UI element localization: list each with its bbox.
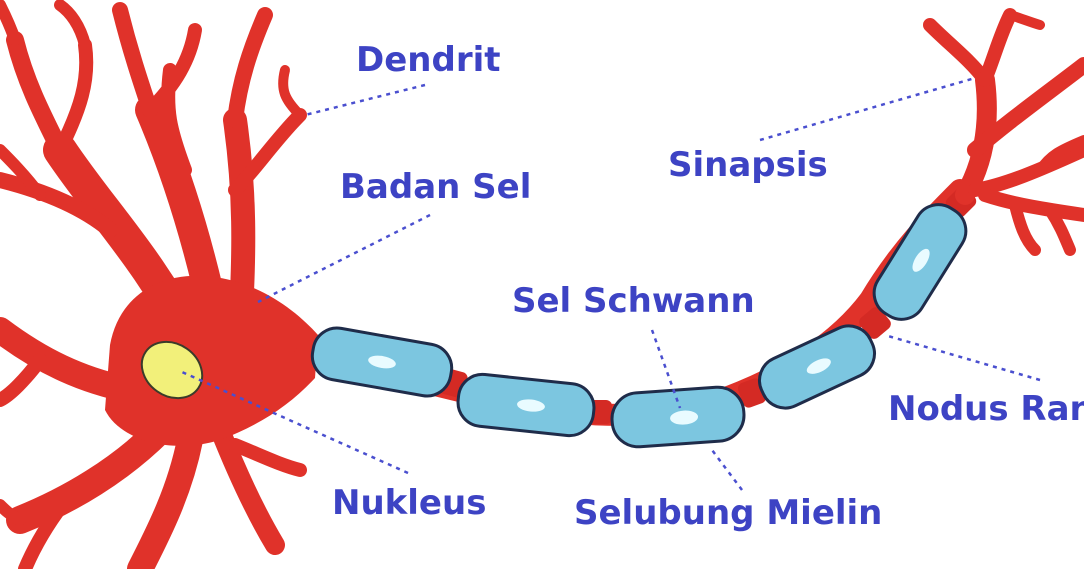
label-nodus-ranvier: Nodus Ranvier xyxy=(888,389,1084,429)
label-badan-sel: Badan Sel xyxy=(340,167,531,207)
label-sel-schwann: Sel Schwann xyxy=(512,281,755,321)
label-nukleus: Nukleus xyxy=(332,483,486,523)
myelin-sheath xyxy=(310,203,968,449)
axon-terminal xyxy=(923,8,1084,256)
leader-sinapsis xyxy=(759,76,976,142)
leader-nodus-ranvier xyxy=(887,334,1041,382)
label-sinapsis: Sinapsis xyxy=(668,145,828,185)
label-dendrit: Dendrit xyxy=(356,40,501,80)
leader-dendrit xyxy=(304,83,426,117)
nucleus xyxy=(140,340,204,400)
leader-selubung-mielin xyxy=(711,449,743,491)
labels: Dendrit Badan Sel Sinapsis Sel Schwann N… xyxy=(332,40,1084,533)
cell-body xyxy=(105,275,318,446)
leader-badan-sel xyxy=(257,213,431,304)
leader-lines xyxy=(181,76,1041,491)
label-selubung-mielin: Selubung Mielin xyxy=(574,493,882,533)
